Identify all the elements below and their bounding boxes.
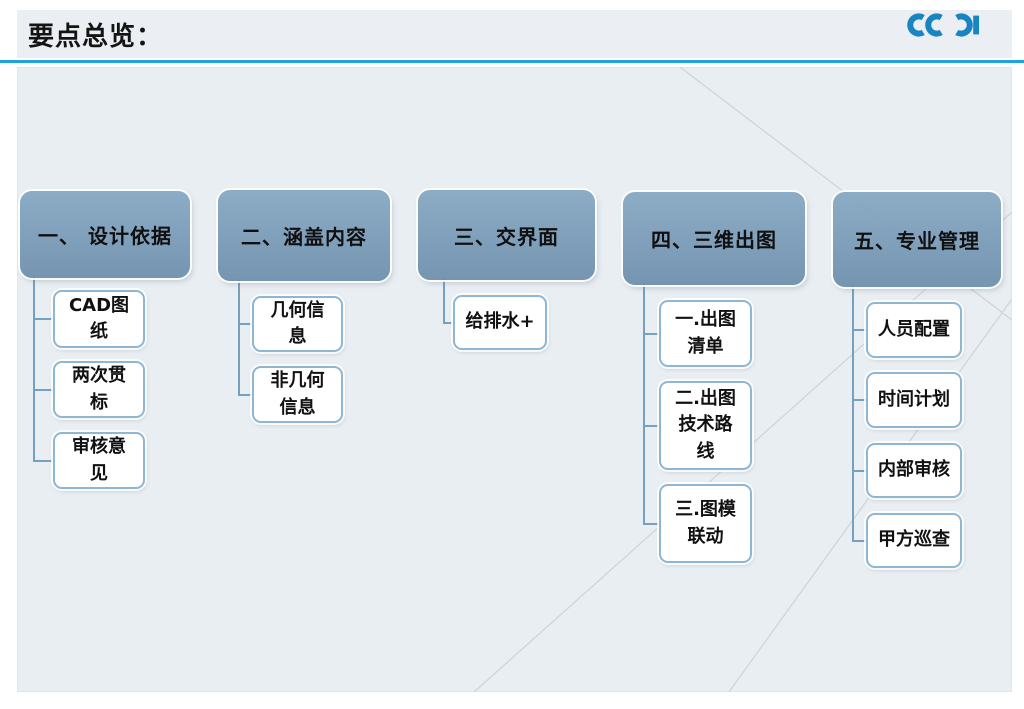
content-panel bbox=[17, 67, 1012, 692]
connector-branch bbox=[443, 322, 453, 324]
sub-item-label: 内部审核 bbox=[878, 459, 950, 481]
connector-trunk bbox=[852, 285, 854, 542]
sub-item-label: 给排水+ bbox=[465, 311, 535, 333]
sub-item-4-1: 一.出图 清单 bbox=[659, 300, 752, 367]
sub-item-1-2: 两次贯 标 bbox=[53, 361, 145, 418]
sub-item-3-1: 给排水+ bbox=[453, 295, 547, 350]
sub-item-5-2: 时间计划 bbox=[866, 372, 962, 428]
connector-branch bbox=[238, 323, 252, 325]
connector-branch bbox=[33, 460, 53, 462]
sub-item-5-3: 内部审核 bbox=[866, 443, 962, 498]
sub-item-1-3: 审核意 见 bbox=[53, 432, 145, 489]
category-header-label: 一、 设计依据 bbox=[38, 224, 172, 248]
connector-trunk bbox=[443, 278, 445, 324]
sub-item-label: 人员配置 bbox=[878, 318, 950, 340]
connector-trunk bbox=[238, 279, 240, 396]
connector-branch bbox=[643, 523, 659, 525]
sub-item-label: 两次贯 标 bbox=[72, 365, 126, 413]
connector-trunk bbox=[643, 283, 645, 525]
sub-item-4-2: 二.出图 技术路 线 bbox=[659, 381, 752, 470]
category-header-4: 四、三维出图 bbox=[623, 192, 805, 285]
category-header-label: 三、交界面 bbox=[454, 224, 559, 249]
connector-branch bbox=[33, 318, 53, 320]
sub-item-5-1: 人员配置 bbox=[866, 302, 962, 358]
connector-branch bbox=[852, 329, 866, 331]
connector-trunk bbox=[33, 276, 35, 462]
sub-item-label: 非几何 信息 bbox=[270, 370, 325, 418]
connector-branch bbox=[238, 394, 252, 396]
category-header-5: 五、专业管理 bbox=[833, 192, 1001, 287]
sub-item-2-2: 非几何 信息 bbox=[252, 366, 343, 423]
ccdi-logo bbox=[907, 13, 979, 37]
connector-branch bbox=[643, 425, 659, 427]
connector-branch bbox=[33, 389, 53, 391]
sub-item-label: 甲方巡查 bbox=[878, 529, 950, 551]
sub-item-label: 审核意 见 bbox=[72, 436, 126, 484]
sub-item-label: CAD图 纸 bbox=[68, 294, 130, 342]
category-header-1: 一、 设计依据 bbox=[20, 191, 190, 278]
sub-item-label: 几何信 息 bbox=[270, 299, 325, 347]
category-header-2: 二、涵盖内容 bbox=[218, 190, 390, 281]
sub-item-4-3: 三.图模 联动 bbox=[659, 484, 752, 563]
sub-item-1-1: CAD图 纸 bbox=[53, 290, 145, 348]
category-header-label: 五、专业管理 bbox=[854, 229, 980, 253]
connector-branch bbox=[852, 399, 866, 401]
sub-item-label: 三.图模 联动 bbox=[675, 499, 736, 547]
sub-item-label: 时间计划 bbox=[878, 388, 950, 410]
connector-branch bbox=[643, 333, 659, 335]
sub-item-label: 一.出图 清单 bbox=[675, 309, 736, 357]
connector-branch bbox=[852, 470, 866, 472]
connector-branch bbox=[852, 540, 866, 542]
sub-item-2-1: 几何信 息 bbox=[252, 296, 343, 352]
sub-item-label: 二.出图 技术路 线 bbox=[675, 388, 736, 462]
title-divider-line bbox=[0, 60, 1024, 63]
title-bar: 要点总览： bbox=[17, 10, 1012, 58]
page-title: 要点总览： bbox=[28, 21, 164, 52]
category-header-3: 三、交界面 bbox=[418, 190, 595, 280]
category-header-label: 二、涵盖内容 bbox=[241, 225, 367, 249]
sub-item-5-4: 甲方巡查 bbox=[866, 513, 962, 568]
category-header-label: 四、三维出图 bbox=[651, 228, 777, 252]
